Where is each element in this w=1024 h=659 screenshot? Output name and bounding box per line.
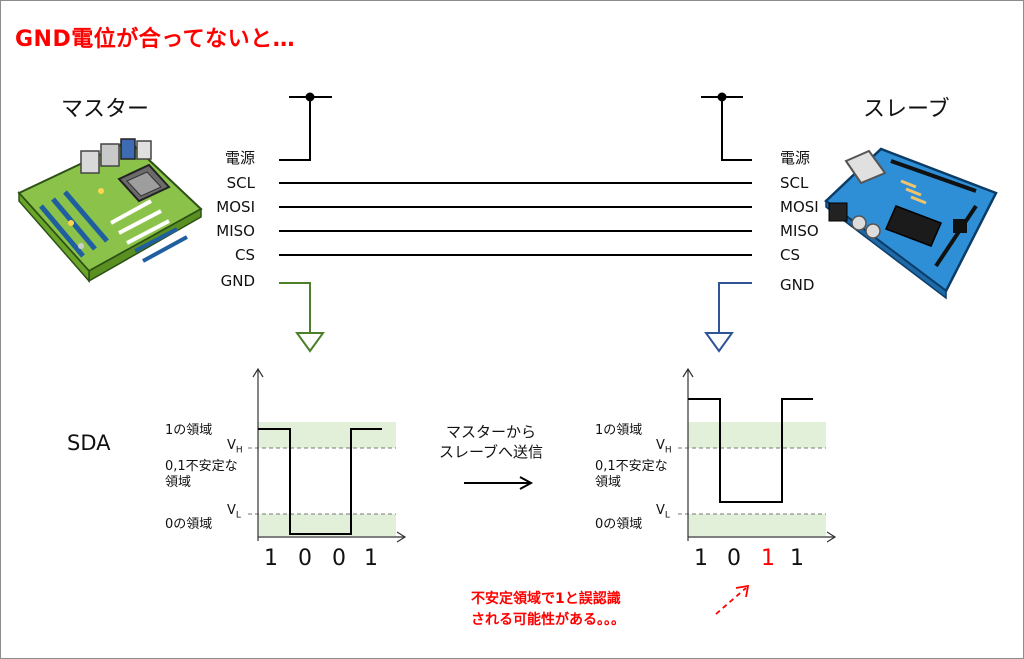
master-label: マスター xyxy=(61,97,150,122)
left-vh-label: VH xyxy=(227,438,243,456)
right-region-1-label: 1の領域 xyxy=(595,423,643,438)
right-vl-label: VL xyxy=(656,503,670,521)
left-waveform xyxy=(248,367,407,543)
slave-signal-cs: CS xyxy=(780,246,800,264)
right-bit: 0 xyxy=(727,546,741,571)
slave-signal-scl: SCL xyxy=(780,174,809,192)
transfer-arrow xyxy=(464,476,534,490)
left-bit: 1 xyxy=(264,546,278,571)
misread-note: 不安定領域で1と誤認識 される可能性がある。。。 xyxy=(471,591,625,628)
right-region-unstable-label: 0,1不安定な 領域 xyxy=(595,459,668,491)
left-region-0-label: 0の領域 xyxy=(165,517,213,532)
right-waveform xyxy=(678,367,837,543)
left-bit: 0 xyxy=(298,546,312,571)
error-pointer-arrow xyxy=(715,584,750,615)
left-vl-label: VL xyxy=(227,503,241,521)
master-signal-mosi: MOSI xyxy=(216,198,255,216)
master-ground-symbol xyxy=(279,282,325,353)
right-bit: 1 xyxy=(790,546,804,571)
page-title: GND電位が合ってないと… xyxy=(15,27,296,52)
slave-arduino-board-icon xyxy=(824,147,998,300)
right-bit-error: 1 xyxy=(761,546,775,571)
right-vh-label: VH xyxy=(656,438,672,456)
slave-signal-power: 電源 xyxy=(780,149,811,167)
slave-ground-symbol xyxy=(704,282,752,353)
left-region-unstable-label: 0,1不安定な 領域 xyxy=(165,459,238,491)
slave-label: スレーブ xyxy=(863,97,950,122)
master-motherboard-icon xyxy=(17,138,203,283)
right-region-0-label: 0の領域 xyxy=(595,517,643,532)
left-bit: 0 xyxy=(332,546,346,571)
right-bit: 1 xyxy=(694,546,708,571)
sda-label: SDA xyxy=(67,431,111,455)
master-signal-cs: CS xyxy=(235,246,255,264)
master-signal-gnd: GND xyxy=(220,272,255,290)
slave-signal-miso: MISO xyxy=(780,222,819,240)
master-signal-miso: MISO xyxy=(216,222,255,240)
bus-wires xyxy=(279,92,752,256)
left-region-1-label: 1の領域 xyxy=(165,423,213,438)
slave-signal-mosi: MOSI xyxy=(780,198,819,216)
master-signal-power: 電源 xyxy=(224,149,255,167)
left-bit: 1 xyxy=(364,546,378,571)
master-signal-scl: SCL xyxy=(226,174,255,192)
transfer-text: マスターから スレーブへ送信 xyxy=(438,423,544,462)
slave-signal-gnd: GND xyxy=(780,276,815,294)
